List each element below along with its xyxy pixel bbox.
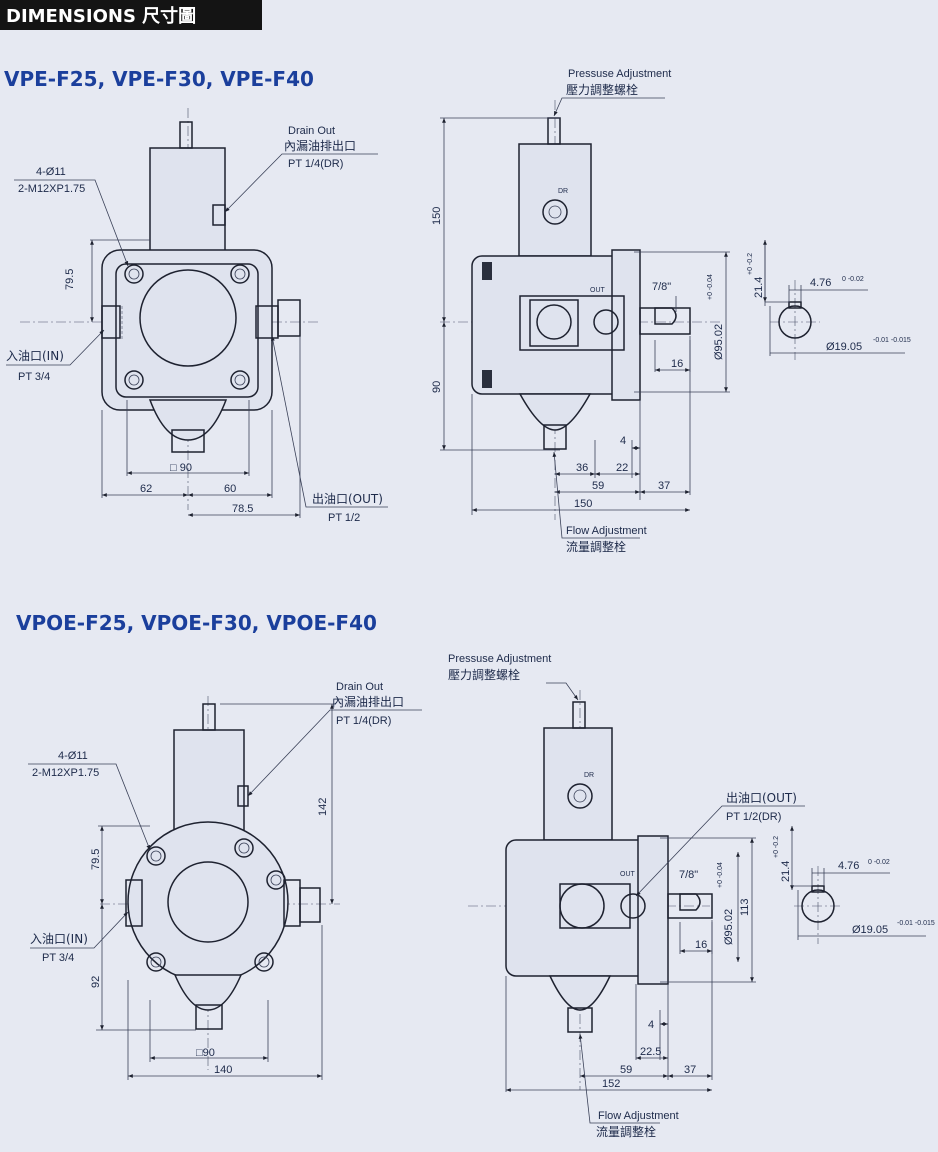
svg-text:21.4: 21.4 [753,277,765,298]
svg-text:92: 92 [90,976,102,988]
svg-text:Flow Adjustment: Flow Adjustment [598,1110,679,1122]
svg-text:7/8": 7/8" [679,869,698,881]
callout-vpoe-drain: Drain Out 內漏油排出口 PT 1/4(DR) [247,681,422,797]
callout-vpe-bolts: 4-Ø11 2-M12XP1.75 [14,166,129,267]
svg-text:+0 -0.04: +0 -0.04 [707,274,714,300]
shaft-detail-vpe: 21.4 +0 -0.2 4.76 0 -0.02 Ø19.05 -0.01 -… [747,240,911,360]
svg-text:□90: □90 [196,1047,215,1059]
svg-text:2-M12XP1.75: 2-M12XP1.75 [32,767,99,779]
dim-vpe-60: 60 [224,483,236,495]
front-view-vpe: □ 90 62 60 78.5 79.5 [20,108,320,518]
callout-vpoe-inlet: 入油口(IN) PT 3/4 [30,911,129,964]
svg-text:0 -0.02: 0 -0.02 [868,859,890,866]
svg-text:Ø95.02: Ø95.02 [713,324,725,360]
svg-text:-0.01 -0.015: -0.01 -0.015 [897,920,935,927]
svg-text:入油口(IN): 入油口(IN) [6,349,64,363]
callout-vpe-pressure: Pressuse Adjustment 壓力調整螺栓 [553,68,671,117]
svg-text:流量調整栓: 流量調整栓 [596,1124,656,1139]
svg-text:22.5: 22.5 [640,1046,661,1058]
front-view-vpoe: □90 140 79.5 92 142 [90,696,340,1080]
side-view-vpoe: DR OUT 113 Ø95.02 +0 -0.04 7/8" 16 4 22.… [468,690,756,1092]
svg-text:4-Ø11: 4-Ø11 [36,166,66,178]
callout-vpoe-pressure: Pressuse Adjustment 壓力調整螺栓 [448,653,579,701]
section-title-vpoe: VPOE-F25, VPOE-F30, VPOE-F40 [16,611,377,635]
svg-text:內漏油排出口: 內漏油排出口 [284,139,356,153]
svg-text:壓力調整螺栓: 壓力調整螺栓 [566,82,638,97]
svg-text:-0.01 -0.015: -0.01 -0.015 [873,337,911,344]
svg-text:79.5: 79.5 [90,849,102,870]
svg-text:PT 1/4(DR): PT 1/4(DR) [288,158,343,170]
svg-text:流量調整栓: 流量調整栓 [566,539,626,554]
header-bar: DIMENSIONS 尺寸圖 [0,0,262,30]
svg-text:Flow Adjustment: Flow Adjustment [566,525,647,537]
svg-text:Ø95.02: Ø95.02 [723,909,735,945]
svg-text:0 -0.02: 0 -0.02 [842,276,864,283]
svg-text:59: 59 [592,480,604,492]
svg-text:Drain Out: Drain Out [336,681,383,693]
svg-text:內漏油排出口: 內漏油排出口 [332,695,404,709]
svg-text:22: 22 [616,462,628,474]
svg-text:4: 4 [648,1019,654,1031]
svg-text:16: 16 [671,358,683,370]
svg-text:113: 113 [739,898,751,916]
svg-text:59: 59 [620,1064,632,1076]
svg-text:入油口(IN): 入油口(IN) [30,932,88,946]
svg-text:140: 140 [214,1064,232,1076]
svg-text:+0 -0.04: +0 -0.04 [717,862,724,888]
svg-text:Pressuse Adjustment: Pressuse Adjustment [568,68,671,80]
svg-text:142: 142 [317,798,329,816]
svg-text:21.4: 21.4 [780,861,792,882]
dim-vpe-795: 79.5 [64,269,76,290]
svg-text:出油口(OUT): 出油口(OUT) [726,791,797,805]
svg-text:Ø19.05: Ø19.05 [852,924,888,936]
svg-text:37: 37 [658,480,670,492]
dim-vpe-square: □ 90 [170,462,192,474]
svg-text:4.76: 4.76 [810,277,831,289]
svg-text:壓力調整螺栓: 壓力調整螺栓 [448,667,520,682]
svg-text:PT 1/2(DR): PT 1/2(DR) [726,811,781,823]
svg-text:4.76: 4.76 [838,860,859,872]
svg-text:4: 4 [620,435,626,447]
svg-text:PT 1/4(DR): PT 1/4(DR) [336,715,391,727]
svg-text:DR: DR [584,772,594,779]
svg-text:37: 37 [684,1064,696,1076]
shaft-detail-vpoe: 21.4 +0 -0.2 4.76 0 -0.02 Ø19.05 -0.01 -… [773,826,935,944]
section-title-vpe: VPE-F25, VPE-F30, VPE-F40 [4,67,314,91]
svg-text:+0 -0.2: +0 -0.2 [773,836,780,858]
svg-text:36: 36 [576,462,588,474]
svg-text:Pressuse Adjustment: Pressuse Adjustment [448,653,551,665]
svg-text:7/8": 7/8" [652,281,671,293]
svg-text:PT 3/4: PT 3/4 [42,952,74,964]
svg-text:4-Ø11: 4-Ø11 [58,750,88,762]
callout-vpoe-outlet: 出油口(OUT) PT 1/2(DR) [635,791,805,897]
header-label: DIMENSIONS 尺寸圖 [6,5,196,27]
svg-text:OUT: OUT [590,287,606,294]
callout-vpoe-bolts: 4-Ø11 2-M12XP1.75 [28,750,151,851]
svg-text:150: 150 [574,498,592,510]
dim-vpe-62: 62 [140,483,152,495]
svg-text:PT 1/2: PT 1/2 [328,512,360,524]
svg-text:+0 -0.2: +0 -0.2 [747,253,754,275]
svg-text:16: 16 [695,939,707,951]
dim-vpe-785: 78.5 [232,503,253,515]
callout-vpe-flow: Flow Adjustment 流量調整栓 [552,451,647,554]
svg-text:150: 150 [431,207,443,225]
svg-text:DR: DR [558,188,568,195]
svg-text:Drain Out: Drain Out [288,125,335,137]
callout-vpe-drain: Drain Out 內漏油排出口 PT 1/4(DR) [224,125,378,213]
side-view-vpe: DR OUT 150 90 Ø95.02 +0 -0.04 7/8" 16 [431,100,730,520]
svg-text:PT 3/4: PT 3/4 [18,371,50,383]
svg-text:90: 90 [431,381,443,393]
svg-text:152: 152 [602,1078,620,1090]
callout-vpe-outlet: 出油口(OUT) PT 1/2 [271,335,388,524]
svg-text:Ø19.05: Ø19.05 [826,341,862,353]
svg-text:2-M12XP1.75: 2-M12XP1.75 [18,183,85,195]
callout-vpoe-flow: Flow Adjustment 流量調整栓 [578,1033,679,1139]
svg-text:出油口(OUT): 出油口(OUT) [312,492,383,506]
callout-vpe-inlet: 入油口(IN) PT 3/4 [6,329,105,383]
svg-text:OUT: OUT [620,871,636,878]
